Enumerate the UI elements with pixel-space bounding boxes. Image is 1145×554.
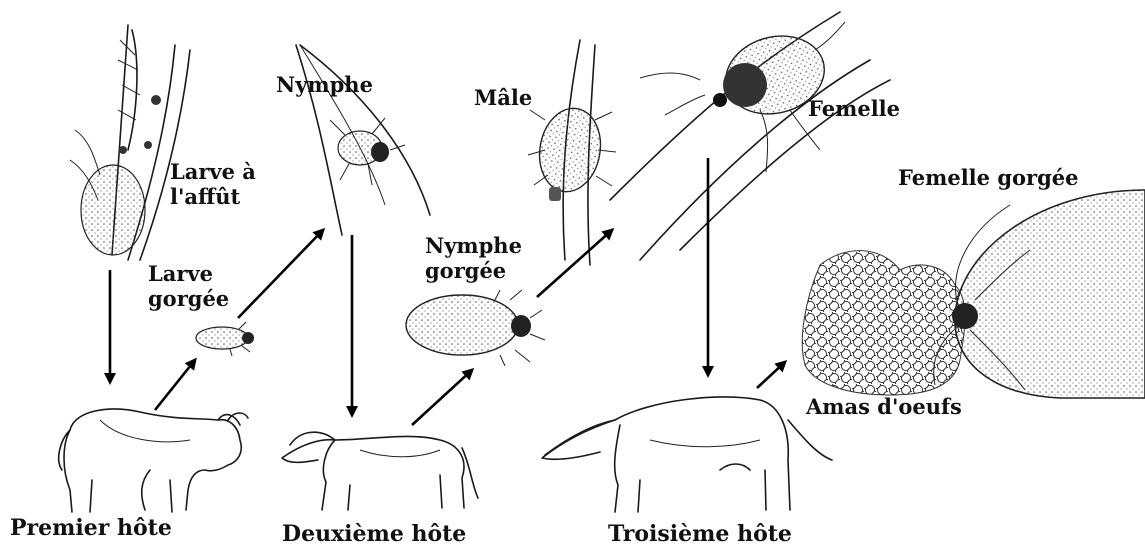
label-engorged-nymph-line1: Nymphe <box>425 234 522 259</box>
first-host-ox <box>59 409 248 512</box>
label-second-host: Deuxième hôte <box>282 522 466 548</box>
second-host-calf <box>282 432 478 510</box>
label-larva-questing-line2: l'affût <box>170 185 256 210</box>
label-engorged-larva-line1: Larve <box>148 262 229 287</box>
arrow-engorged-nymph-to-adults <box>537 230 612 297</box>
engorged-larva-icon <box>196 322 254 356</box>
label-engorged-larva-line2: gorgée <box>148 287 229 312</box>
label-engorged-nymph: Nymphe gorgée <box>425 234 522 284</box>
label-larva-questing: Larve à l'affût <box>170 160 256 210</box>
arrow-first-host-to-engorged-larva <box>155 360 195 410</box>
label-larva-questing-line1: Larve à <box>170 160 256 185</box>
label-nymph: Nymphe <box>276 73 373 98</box>
label-engorged-female: Femelle gorgée <box>898 166 1079 191</box>
female-tick-on-grass <box>610 12 890 260</box>
label-first-host: Premier hôte <box>10 516 172 542</box>
label-third-host: Troisième hôte <box>608 522 792 548</box>
grass-with-larvae <box>70 25 190 260</box>
engorged-nymph-icon <box>406 290 545 366</box>
arrow-engorged-larva-to-nymph <box>238 230 323 318</box>
label-male: Mâle <box>474 86 532 111</box>
label-egg-mass: Amas d'oeufs <box>806 395 962 420</box>
arrow-third-host-to-egg-mass <box>757 362 785 388</box>
label-engorged-larva: Larve gorgée <box>148 262 229 312</box>
arrow-second-host-to-engorged-nymph <box>412 370 472 425</box>
third-host-cow <box>542 397 832 512</box>
label-engorged-nymph-line2: gorgée <box>425 259 522 284</box>
egg-mass-and-engorged-female <box>802 190 1145 398</box>
label-female: Femelle <box>808 97 900 122</box>
male-tick-on-stem <box>528 40 616 265</box>
